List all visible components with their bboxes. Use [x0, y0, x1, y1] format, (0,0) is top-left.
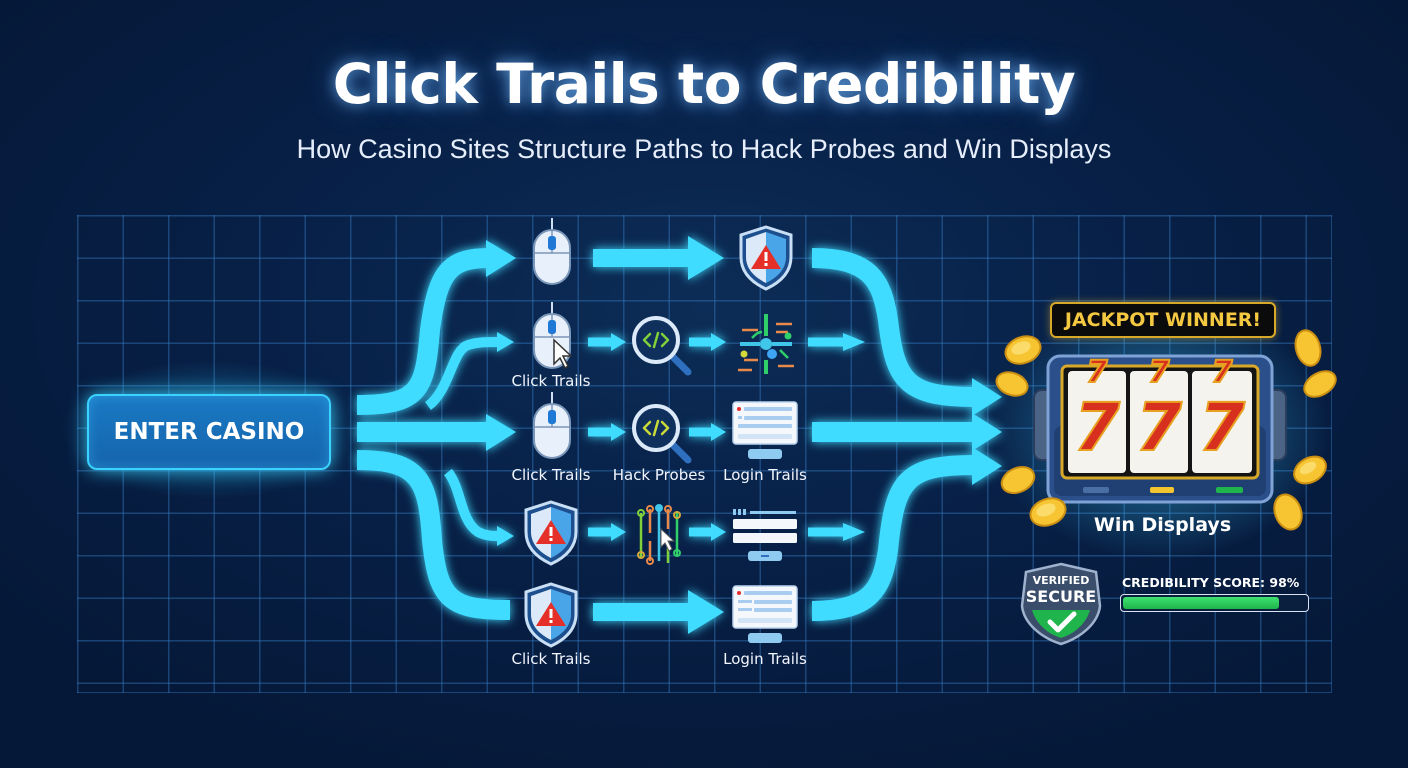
node-label: Click Trails [511, 466, 591, 484]
node-label: Login Trails [723, 466, 807, 484]
login-form-icon [732, 401, 798, 459]
svg-text:7: 7 [1212, 355, 1233, 390]
circuit-network-icon [738, 314, 794, 374]
svg-text:7: 7 [1074, 389, 1120, 466]
credibility-score-label: CREDIBILITY SCORE: 98% [1122, 575, 1300, 590]
gold-coins [995, 329, 1337, 531]
node-label: Click Trails [511, 372, 591, 390]
svg-text:7: 7 [1087, 355, 1108, 390]
warning-shield-icon [739, 225, 793, 291]
mouse-icon [533, 218, 571, 285]
credibility-progress-bar [1120, 594, 1309, 612]
login-form-icon [733, 509, 797, 561]
svg-text:SECURE: SECURE [1026, 587, 1096, 606]
page-title: Click Trails to Credibility [332, 52, 1076, 116]
svg-text:7: 7 [1199, 389, 1245, 466]
credibility-progress-fill [1123, 597, 1279, 609]
warning-shield-icon [524, 582, 578, 648]
circuit-cursor-icon [637, 504, 681, 565]
svg-text:7: 7 [1149, 355, 1170, 390]
win-displays-label: Win Displays [1093, 514, 1232, 536]
svg-text:7: 7 [1136, 389, 1182, 466]
page-subtitle: How Casino Sites Structure Paths to Hack… [296, 134, 1112, 164]
mouse-icon [533, 392, 571, 459]
login-form-icon [732, 585, 798, 643]
node-label: Click Trails [511, 650, 591, 668]
magnifier-code-icon [632, 316, 692, 376]
node-label: Hack Probes [612, 466, 706, 484]
warning-shield-icon [524, 500, 578, 566]
mouse-click-icon [533, 302, 573, 370]
node-label: Login Trails [723, 650, 807, 668]
magnifier-code-icon [632, 404, 692, 464]
slot-machine-icon: 7 7 7 7 7 7 [1033, 354, 1287, 504]
verified-secure-badge: VERIFIED SECURE [1020, 562, 1102, 646]
svg-text:VERIFIED: VERIFIED [1033, 574, 1090, 587]
jackpot-banner: JACKPOT WINNER! [1050, 302, 1276, 338]
enter-casino-button[interactable]: ENTER CASINO [87, 394, 331, 470]
